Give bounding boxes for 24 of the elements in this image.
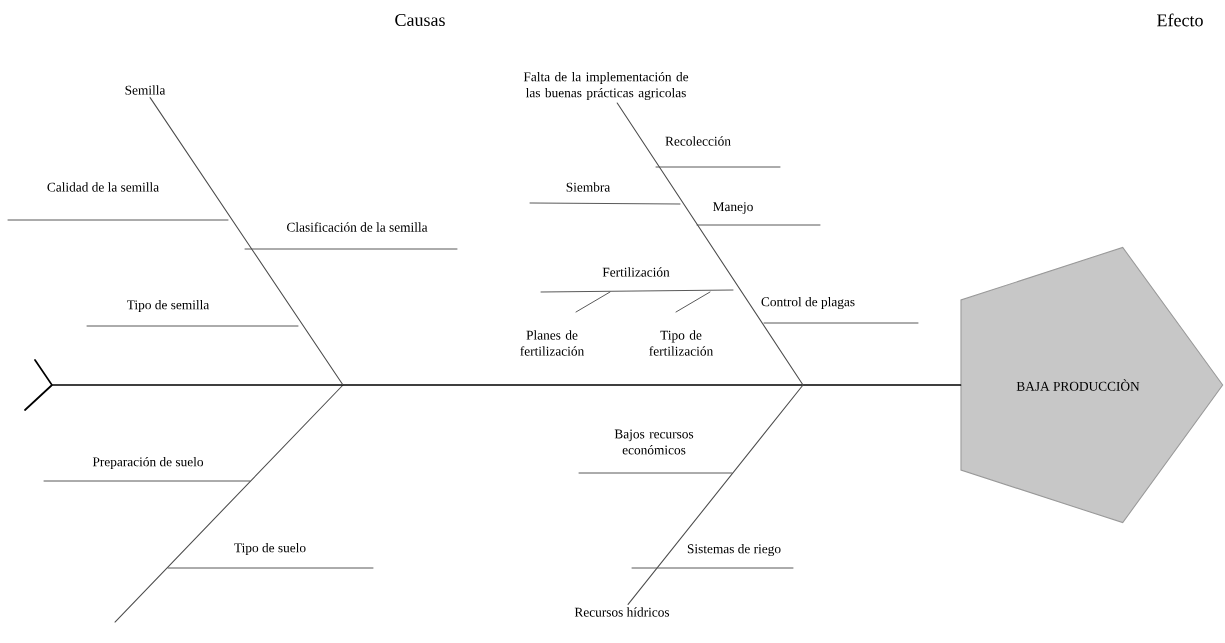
bone-line — [149, 97, 344, 386]
cause-label: Falta de la implementación de las buenas prácticas agricolas — [523, 71, 689, 101]
cause-label: Control de plagas — [761, 296, 855, 310]
cause-label: Tipo de suelo — [234, 542, 306, 556]
cause-label: Preparación de suelo — [92, 456, 204, 470]
heading: Causas — [395, 13, 445, 27]
heading: Efecto — [1157, 13, 1203, 27]
bone-line — [616, 102, 804, 386]
spine-line — [24, 359, 962, 411]
cause-label: Fertilización — [602, 267, 670, 277]
cause-label: Clasificación de la semilla — [287, 222, 428, 232]
cause-label: Semilla — [125, 85, 166, 95]
bone-line — [627, 384, 804, 605]
cause-label: Calidad de la semilla — [47, 182, 159, 192]
cause-label: Manejo — [713, 202, 753, 214]
cause-label: Recursos hídricos — [574, 607, 670, 617]
cause-label: Planes de fertilización — [520, 330, 584, 356]
cause-label: Sistemas de riego — [687, 543, 781, 557]
cause-label: Bajos recursos económicos — [614, 429, 694, 455]
effect-pentagon: BAJA PRODUCCIÒN — [960, 246, 1224, 524]
cause-label: Siembra — [566, 182, 611, 192]
cause-label: Tipo de fertilización — [649, 330, 713, 356]
cause-label: Tipo de semilla — [127, 299, 210, 313]
cause-label: Recolección — [665, 136, 731, 146]
